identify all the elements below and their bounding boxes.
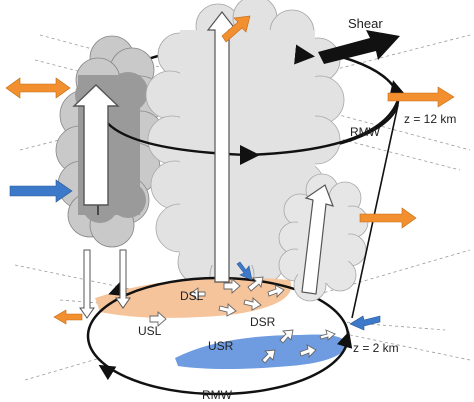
blue-arrow-left-mid — [9, 179, 73, 203]
lower-layer — [86, 276, 353, 396]
shear-arrow — [318, 30, 400, 64]
left-downdraft-arrow-1 — [79, 249, 95, 319]
z-bottom-label: z = 2 km — [353, 341, 399, 355]
usl-label: USL — [138, 324, 162, 338]
orange-arrow-top — [221, 15, 251, 43]
orange-arrow-right-upper — [387, 86, 455, 108]
dsl-label: DSL — [180, 289, 204, 303]
z-top-label: z = 12 km — [404, 112, 456, 126]
orange-arrow-left-low — [53, 309, 83, 325]
dsr-label: DSR — [250, 315, 276, 329]
usr-label: USR — [208, 339, 234, 353]
blue-arrow-center-low — [236, 261, 253, 281]
usr-region — [175, 334, 348, 369]
center-updraft-arrow — [206, 11, 238, 283]
blue-arrows — [9, 179, 381, 331]
cylinder-right-edge — [351, 104, 399, 319]
orange-arrow-right-mid — [359, 207, 417, 229]
blue-arrow-right-low — [349, 315, 381, 331]
right-updraft-arrow — [301, 184, 334, 295]
orange-arrows — [5, 15, 455, 325]
rmw-bottom-label: RMW — [202, 388, 233, 402]
low-level-flow-arrows — [149, 276, 336, 364]
left-updraft-arrow — [72, 84, 120, 206]
rmw-top-label: RMW — [350, 125, 381, 139]
left-downdraft-arrow-2 — [115, 249, 131, 309]
shear-label: Shear — [348, 16, 383, 31]
orange-arrow-left-upper — [5, 77, 71, 99]
